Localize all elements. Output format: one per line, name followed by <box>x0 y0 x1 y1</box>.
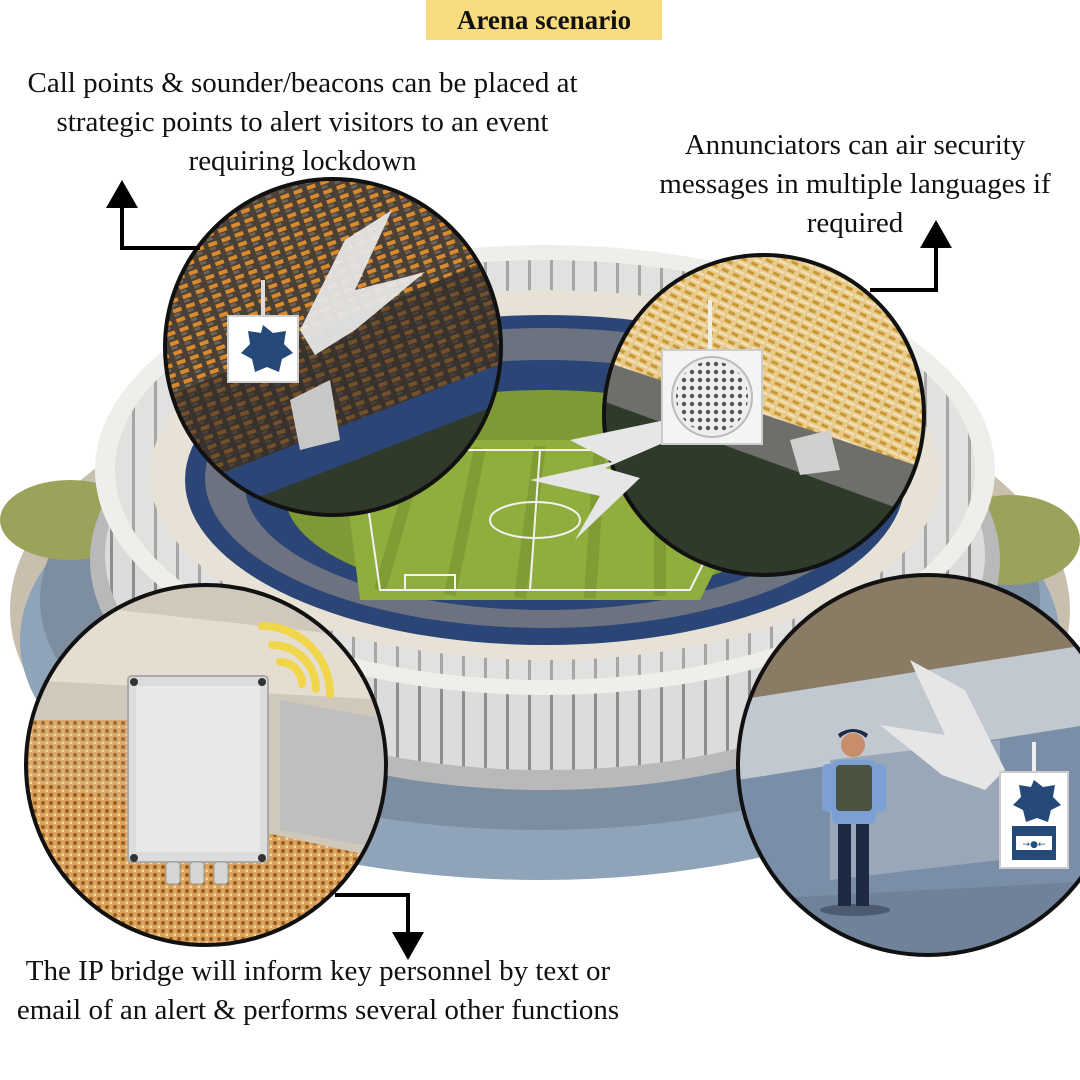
svg-text:→●←: →●← <box>1023 840 1046 850</box>
security-guard-icon <box>820 729 890 916</box>
arrow-icon <box>106 180 138 208</box>
ip-bridge-icon <box>127 675 269 885</box>
page-title: Arena scenario <box>426 0 662 40</box>
lightning-icon <box>300 210 425 355</box>
wifi-signal-icon <box>258 622 334 698</box>
magnifier-security-guard: →●← <box>736 573 1080 957</box>
arrow-annunciators <box>870 220 952 292</box>
lightning-icon <box>530 420 670 540</box>
magnifier-ip-bridge <box>24 583 388 947</box>
arrow-icon <box>392 932 424 960</box>
arrow-icon <box>920 220 952 248</box>
magnifier-annunciators <box>530 253 926 577</box>
caption-ip-bridge: The IP bridge will inform key personnel … <box>16 955 620 1026</box>
lightning-icon <box>880 660 1005 790</box>
speaker-icon <box>661 300 763 445</box>
caption-annunciators: Annunciators can air security messages i… <box>659 129 1051 239</box>
arrow-ip-bridge <box>335 893 424 960</box>
arrow-call-points <box>106 180 200 250</box>
caption-call-points: Call points & sounder/beacons can be pla… <box>27 67 578 177</box>
magnifier-call-points <box>163 177 503 517</box>
beacon-icon <box>227 280 299 383</box>
call-point-icon: →●← <box>999 742 1069 869</box>
